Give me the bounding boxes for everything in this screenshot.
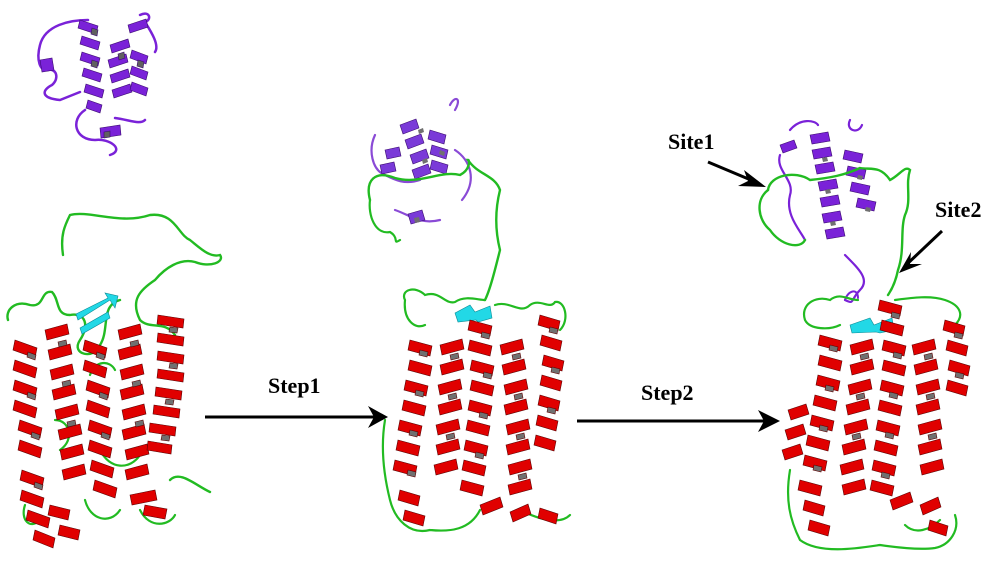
purple-domain-tethered	[367, 97, 502, 302]
step2-label: Step2	[641, 380, 694, 405]
purple-domain-docked	[758, 118, 912, 304]
membrane-protein-initial	[6, 212, 223, 526]
membrane-helices-initial	[12, 314, 185, 549]
step1-arrow	[205, 406, 388, 428]
purple-domain-free	[37, 12, 158, 157]
membrane-protein-tethered	[381, 288, 572, 533]
membrane-protein-docked	[781, 295, 971, 551]
site2-pointer-arrow	[899, 229, 944, 273]
site2-label: Site2	[935, 197, 982, 222]
step2-arrow	[577, 410, 780, 432]
step1-label: Step1	[268, 373, 321, 398]
site1-label: Site1	[668, 129, 715, 154]
site1-pointer-arrow	[707, 160, 766, 187]
